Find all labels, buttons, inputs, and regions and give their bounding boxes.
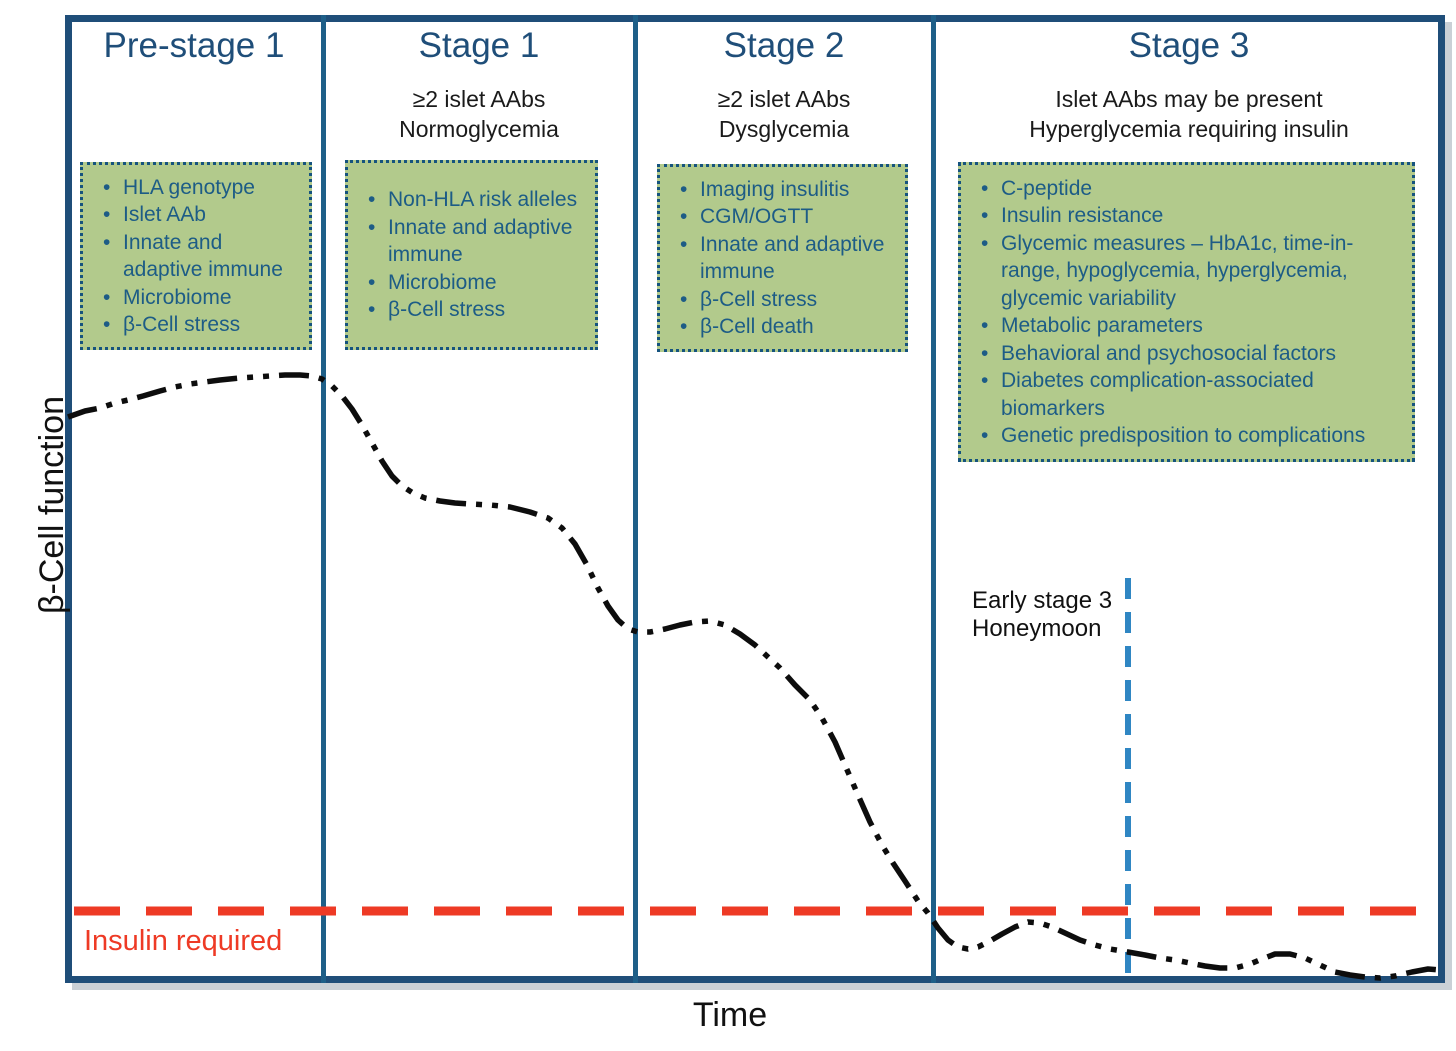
- x-axis-label: Time: [692, 996, 768, 1034]
- biomarker-item: Genetic predisposition to complications: [979, 422, 1402, 450]
- early-stage-3-honeymoon-label: Early stage 3 Honeymoon: [972, 587, 1122, 643]
- biomarker-item: Islet AAb: [101, 201, 299, 229]
- biomarker-item: Microbiome: [366, 269, 585, 297]
- biomarker-box-stage-2: Imaging insulitisCGM/OGTTInnate and adap…: [657, 164, 908, 352]
- stage-subtitle-stage-3: Islet AAbs may be present Hyperglycemia …: [933, 84, 1445, 144]
- biomarker-list: C-peptideInsulin resistanceGlycemic meas…: [961, 175, 1412, 450]
- stage-title-stage-2: Stage 2: [723, 26, 845, 65]
- biomarker-item: Metabolic parameters: [979, 312, 1402, 340]
- subtitle-line: Islet AAbs may be present: [1055, 86, 1323, 112]
- biomarker-item: β-Cell stress: [101, 311, 299, 339]
- stage-title-stage-3: Stage 3: [1128, 26, 1250, 65]
- biomarker-item: HLA genotype: [101, 174, 299, 202]
- biomarker-list: HLA genotypeIslet AAbInnate and adaptive…: [83, 174, 309, 339]
- biomarker-item: Innate and adaptive immune: [678, 231, 895, 286]
- stage-subtitle-stage-2: ≥2 islet AAbs Dysglycemia: [635, 84, 933, 144]
- insulin-required-label: Insulin required: [84, 925, 283, 957]
- biomarker-box-stage-3: C-peptideInsulin resistanceGlycemic meas…: [958, 162, 1415, 462]
- subtitle-line: ≥2 islet AAbs: [717, 86, 851, 112]
- biomarker-item: Imaging insulitis: [678, 176, 895, 204]
- subtitle-line: Dysglycemia: [718, 116, 850, 142]
- biomarker-item: Behavioral and psychosocial factors: [979, 340, 1402, 368]
- biomarker-item: Glycemic measures – HbA1c, time-in-range…: [979, 230, 1402, 313]
- stage-divider-3: [931, 15, 936, 983]
- biomarker-item: β-Cell stress: [366, 296, 585, 324]
- subtitle-line: ≥2 islet AAbs: [412, 86, 546, 112]
- biomarker-item: CGM/OGTT: [678, 203, 895, 231]
- stage-subtitle-stage-1: ≥2 islet AAbs Normoglycemia: [323, 84, 635, 144]
- stage-title-pre-stage-1: Pre-stage 1: [103, 26, 285, 65]
- biomarker-item: β-Cell stress: [678, 286, 895, 314]
- subtitle-line: Hyperglycemia requiring insulin: [1029, 116, 1349, 142]
- biomarker-item: Insulin resistance: [979, 202, 1402, 230]
- biomarker-item: Microbiome: [101, 284, 299, 312]
- biomarker-item: Diabetes complication-associated biomark…: [979, 367, 1402, 422]
- biomarker-item: Innate and adaptive immune: [366, 214, 585, 269]
- biomarker-box-pre-stage-1: HLA genotypeIslet AAbInnate and adaptive…: [80, 162, 312, 350]
- honeymoon-label-line: Early stage 3: [972, 587, 1113, 614]
- biomarker-box-stage-1: Non-HLA risk allelesInnate and adaptive …: [345, 160, 598, 350]
- y-axis-label: β-Cell function: [33, 396, 71, 614]
- biomarker-item: Non-HLA risk alleles: [366, 186, 585, 214]
- honeymoon-label-line: Honeymoon: [972, 615, 1102, 642]
- biomarker-list: Imaging insulitisCGM/OGTTInnate and adap…: [660, 176, 905, 341]
- stage-divider-1: [321, 15, 326, 983]
- biomarker-item: Innate and adaptive immune: [101, 229, 299, 284]
- chart-frame: [65, 15, 1445, 983]
- stage-title-stage-1: Stage 1: [418, 26, 540, 65]
- biomarker-list: Non-HLA risk allelesInnate and adaptive …: [348, 186, 595, 324]
- subtitle-line: Normoglycemia: [399, 116, 559, 142]
- biomarker-item: β-Cell death: [678, 313, 895, 341]
- stage-divider-2: [633, 15, 638, 983]
- biomarker-item: C-peptide: [979, 175, 1402, 203]
